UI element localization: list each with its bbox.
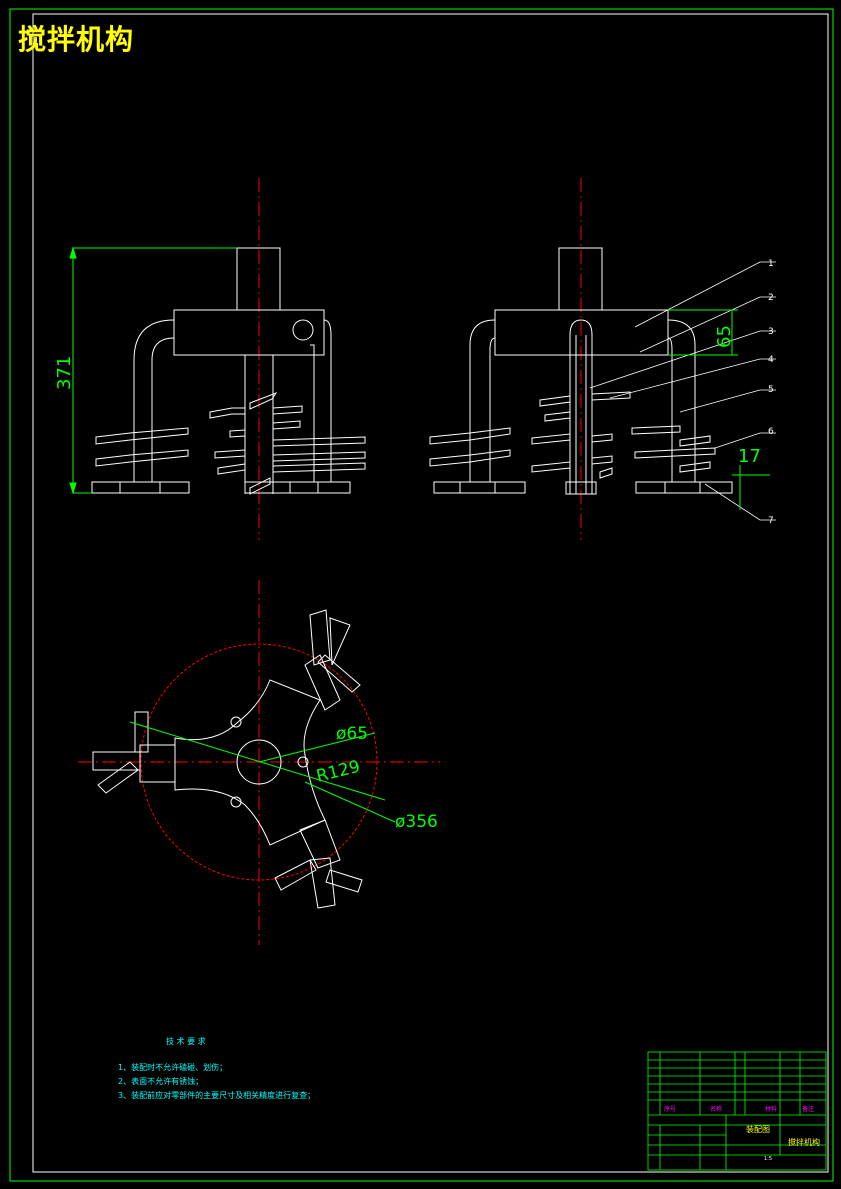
hub-hole (292, 319, 314, 341)
dim-r129-leader (258, 732, 376, 763)
section-right-arm-outer (667, 319, 696, 482)
balloon-7: 7 (768, 516, 774, 526)
section-left-arm-outer (469, 319, 496, 482)
right-arm-inner (310, 344, 315, 482)
leader-4 (609, 358, 776, 399)
balloon-1: 1 (768, 259, 774, 269)
tb-sheet-type: 装配图 (746, 1124, 770, 1134)
front-view (91, 178, 366, 540)
tb-scale: 1:5 (764, 1156, 772, 1162)
tech-req-item-3: 3、装配前应对零部件的主要尺寸及相关精度进行复查； (118, 1091, 316, 1100)
drawing-title: 搅拌机构 (18, 23, 135, 56)
section-blade-right-2 (634, 447, 716, 459)
blade-center-5 (214, 449, 246, 459)
base-plate-right (244, 481, 351, 494)
top-view (78, 580, 440, 945)
section-view (429, 178, 733, 540)
blade-center-6 (217, 463, 246, 475)
tri-hub (174, 679, 326, 846)
dim-dia356-label: ø356 (395, 812, 438, 832)
blade-center-3 (272, 405, 303, 415)
balloon-numbers: 1 2 3 4 5 6 7 (768, 259, 774, 526)
dim-17-label: 17 (738, 446, 761, 467)
balloon-3: 3 (768, 327, 774, 337)
base-plate-left (91, 481, 190, 494)
dim-r129-label: R129 (314, 757, 362, 787)
leader-6 (714, 432, 776, 449)
section-blade-left-1 (429, 427, 511, 445)
tech-req-item-1: 1、装配时不允许磕碰、划伤； (118, 1063, 228, 1072)
tb-seq-header: 序号 (664, 1105, 676, 1113)
tb-material-header: 材料 (765, 1105, 777, 1113)
title-block-frame (647, 1051, 827, 1171)
section-base-left (433, 481, 526, 494)
balloon-6: 6 (768, 427, 774, 437)
leader-7 (704, 483, 776, 521)
leader-1 (634, 261, 776, 328)
bolt-hole-3 (230, 796, 242, 808)
arm-lower (299, 819, 341, 869)
blade-center-2 (249, 391, 278, 410)
section-shaft-foot (565, 481, 597, 495)
section-base-right (635, 481, 733, 494)
tb-name-header: 名称 (710, 1105, 722, 1113)
arm-upper (304, 654, 341, 711)
blade-center-4 (229, 429, 246, 438)
section-hub-block (494, 309, 669, 356)
dim-dia65-label: ø65 (336, 724, 368, 744)
hub-block (173, 309, 325, 356)
balloon-2: 2 (768, 293, 774, 303)
blade-left-2 (95, 449, 189, 467)
tb-part-name: 搅拌机构 (788, 1137, 820, 1147)
leader-lines (589, 261, 776, 521)
blade-right-2 (272, 451, 366, 462)
tech-req-heading: 技 术 要 求 (166, 1037, 206, 1046)
right-arm-outer (323, 319, 332, 482)
blade-center-7 (249, 477, 271, 495)
dim-65-label: 65 (714, 325, 735, 348)
blade-right-4 (272, 420, 301, 430)
outer-frame (9, 8, 834, 1182)
balloon-4: 4 (768, 355, 774, 365)
blade-center-1 (209, 407, 246, 419)
dim-dia65-leader (129, 721, 386, 801)
center-bore (236, 739, 282, 785)
left-arm-inner (151, 337, 175, 482)
blade-left-1 (95, 427, 189, 445)
section-shaft-cap (569, 319, 593, 336)
tech-req-item-2: 2、表面不允许有锈蚀； (118, 1077, 204, 1086)
blade-right-1 (272, 436, 366, 447)
section-right-arm-inner (667, 337, 673, 482)
title-block (647, 1051, 827, 1171)
dim-dia356-leader (304, 781, 396, 823)
bolt-hole-1 (297, 756, 309, 768)
inner-frame (32, 13, 829, 1173)
section-blade-right-1 (631, 425, 681, 435)
leader-5 (679, 389, 776, 413)
dimensions (69, 246, 770, 510)
blade-right-3 (272, 462, 366, 473)
section-left-arm-inner (489, 337, 496, 482)
balloon-5: 5 (768, 385, 774, 395)
left-arm-outer (133, 319, 175, 482)
section-blade-left-2 (429, 449, 511, 467)
bolt-hole-2 (230, 716, 242, 728)
dim-371-label: 371 (54, 356, 75, 390)
leader-2 (639, 296, 776, 353)
leader-3 (589, 330, 776, 389)
tb-remark-header: 备注 (802, 1105, 814, 1113)
arm-left (139, 744, 176, 783)
